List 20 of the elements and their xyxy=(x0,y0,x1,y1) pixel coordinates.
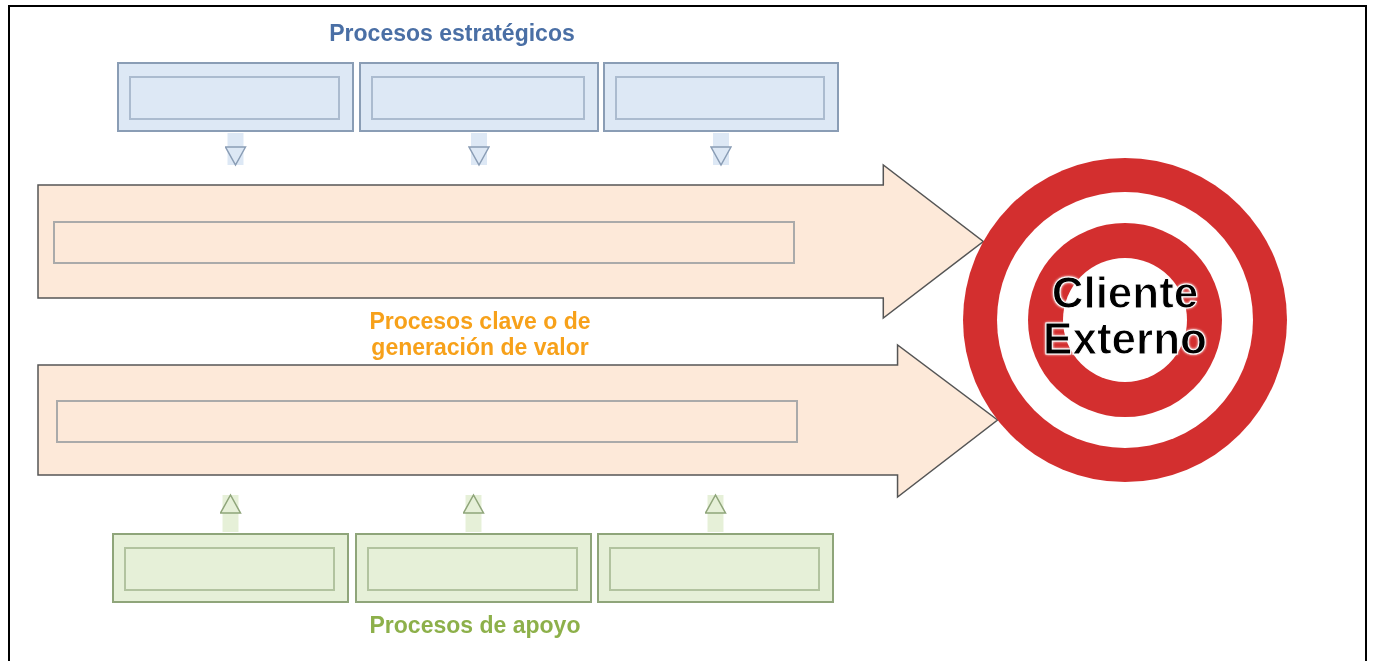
target-circle xyxy=(963,158,1287,482)
block-arrow xyxy=(704,494,727,532)
process-box xyxy=(603,62,839,132)
block-arrow xyxy=(710,133,732,166)
block-arrow xyxy=(468,133,490,166)
process-arrow xyxy=(37,163,985,320)
process-box xyxy=(359,62,599,132)
process-box xyxy=(112,533,349,603)
empty-box xyxy=(53,221,795,264)
block-arrow xyxy=(224,133,247,166)
empty-box xyxy=(56,400,798,443)
section-heading: Procesos estratégicos xyxy=(328,20,576,46)
process-box xyxy=(117,62,354,132)
process-arrow xyxy=(37,343,999,499)
section-heading: Procesos clave o de generación de valor xyxy=(368,308,592,360)
block-arrow xyxy=(219,494,242,532)
block-arrow xyxy=(462,494,485,532)
section-heading: Procesos de apoyo xyxy=(368,612,582,638)
process-box xyxy=(597,533,834,603)
process-box xyxy=(355,533,592,603)
